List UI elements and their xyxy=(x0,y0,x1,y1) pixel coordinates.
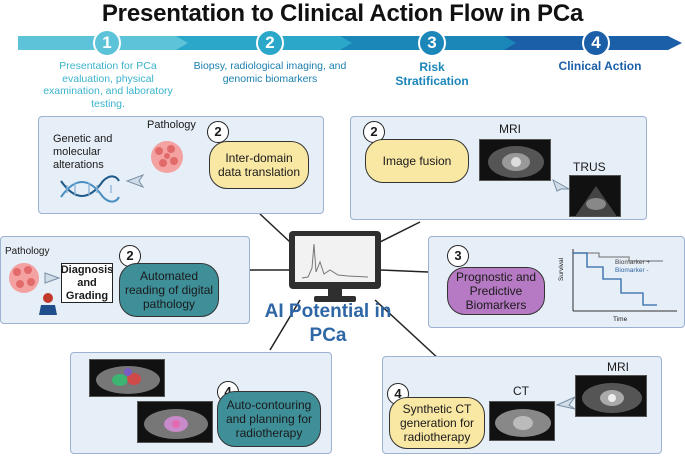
ai-title-line2: PCa xyxy=(309,325,347,346)
mri-label: MRI xyxy=(499,122,521,136)
tumor-cell-icon xyxy=(9,263,39,293)
pathology-label: Pathology xyxy=(147,119,196,131)
step-2-text: Biopsy, radiological imaging, and genomi… xyxy=(193,60,347,85)
ct-contour-image-2 xyxy=(137,401,213,443)
survival-curve-chart xyxy=(572,249,677,312)
step-3-text: Risk Stratification xyxy=(395,60,469,88)
bubble-digital-pathology: Automated reading of digital pathology xyxy=(119,263,219,317)
chart-legend-plus: Biomarker + xyxy=(615,259,651,266)
mri-image xyxy=(575,375,647,417)
diagnosis-grading-box: Diagnosis and Grading xyxy=(60,263,114,303)
step-3-circle: 3 xyxy=(418,29,446,57)
chart-y-label: Survival xyxy=(558,257,565,281)
ct-contour-image-1 xyxy=(89,359,165,397)
dna-icon xyxy=(60,175,120,203)
arrow-icon xyxy=(555,395,577,410)
tumor-cell-icon xyxy=(151,141,183,173)
step-4-text: Clinical Action xyxy=(558,59,642,73)
trus-label: TRUS xyxy=(573,160,606,174)
pathology-label: Pathology xyxy=(5,246,50,257)
panel-digital-pathology: Pathology Diagnosis and Grading 2 Automa… xyxy=(0,236,250,324)
arrow-icon xyxy=(125,173,145,189)
ai-potential-title: AI Potential in PCa xyxy=(258,300,398,348)
panel-prognostic: 3 Prognostic and Predictive Biomarkers B… xyxy=(428,236,685,328)
page-title: Presentation to Clinical Action Flow in … xyxy=(101,0,584,27)
chart-legend-minus: Biomarker - xyxy=(615,267,649,274)
ai-robot-icon xyxy=(39,293,57,315)
step-2-circle: 2 xyxy=(256,29,284,57)
trus-image xyxy=(569,175,621,217)
step-badge: 2 xyxy=(207,121,229,143)
step-badge: 3 xyxy=(447,245,469,267)
bubble-inter-domain: Inter-domain data translation xyxy=(209,141,309,189)
bubble-prognostic: Prognostic and Predictive Biomarkers xyxy=(447,267,545,315)
genetic-label: Genetic and molecular alterations xyxy=(53,133,113,171)
panel-autocontour: 4 Auto-contouring and planning for radio… xyxy=(70,352,332,454)
step-4-circle: 4 xyxy=(582,29,610,57)
ct-label: CT xyxy=(513,384,529,398)
bubble-image-fusion: Image fusion xyxy=(365,139,469,183)
bubble-autocontour: Auto-contouring and planning for radioth… xyxy=(217,391,321,447)
arrow-icon xyxy=(44,272,61,284)
chart-x-label: Time xyxy=(613,316,628,323)
mri-label: MRI xyxy=(607,360,629,374)
panel-inter-domain: Genetic and molecular alterations Pathol… xyxy=(38,116,324,214)
step-1-text: Presentation for PCa evaluation, physica… xyxy=(43,60,173,110)
bubble-synthetic-ct: Synthetic CT generation for radiotherapy xyxy=(389,397,485,449)
ct-image xyxy=(489,401,555,441)
mri-image xyxy=(479,139,551,181)
computer-monitor-icon xyxy=(289,231,381,302)
arrow-icon xyxy=(552,178,571,192)
step-1-circle: 1 xyxy=(93,29,121,57)
ai-title-line1: AI Potential in xyxy=(264,301,392,322)
panel-synthetic-ct: 4 Synthetic CT generation for radiothera… xyxy=(382,356,662,454)
panel-image-fusion: 2 Image fusion MRI TRUS xyxy=(350,116,647,220)
